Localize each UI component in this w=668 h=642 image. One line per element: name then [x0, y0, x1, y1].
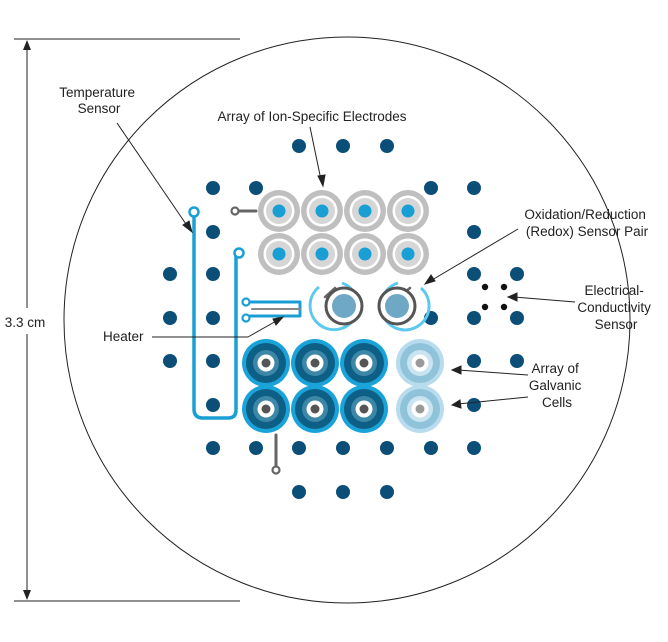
contact-dot	[380, 139, 394, 153]
temperature-sensor-terminal-right	[233, 247, 245, 259]
contact-dot	[292, 485, 306, 499]
conductivity-sensor	[481, 283, 508, 311]
galvanic-cell	[340, 385, 388, 433]
wiring	[188, 206, 412, 475]
ion-electrode	[344, 190, 386, 232]
heater-label: Heater	[103, 329, 144, 344]
contact-dot	[206, 311, 220, 325]
contact-dot	[467, 311, 481, 325]
galvanic-cell	[242, 385, 290, 433]
galvanic-cell	[291, 385, 339, 433]
contact-dot	[467, 441, 481, 455]
contact-dot	[467, 181, 481, 195]
contact-dot	[467, 354, 481, 368]
ion-electrode	[387, 233, 429, 275]
contact-dot	[380, 485, 394, 499]
leader-lines	[116, 122, 576, 409]
contact-dot	[292, 139, 306, 153]
galvanic-label: Array of Galvanic Cells	[529, 361, 585, 410]
contact-dot	[510, 267, 524, 281]
temperature-sensor-label: Temperature Sensor	[59, 85, 139, 116]
contact-dot	[336, 139, 350, 153]
contact-dot	[336, 485, 350, 499]
temperature-sensor-trace	[192, 213, 238, 420]
contact-dot	[510, 354, 524, 368]
ion-electrode	[258, 233, 300, 275]
conductivity-label: Electrical- Conductivity Sensor	[577, 283, 654, 332]
redox-sensor-pair	[308, 281, 431, 332]
contact-dot	[336, 441, 350, 455]
temperature-sensor-terminal-left	[188, 206, 200, 218]
galvanic-cell	[396, 339, 444, 387]
contact-dot	[206, 398, 220, 412]
ion-electrode	[258, 190, 300, 232]
galvanic-cell-array	[242, 339, 444, 433]
contact-dot	[206, 181, 220, 195]
ion-array-label: Array of Ion-Specific Electrodes	[217, 109, 406, 124]
contact-dot	[206, 354, 220, 368]
contact-dot	[249, 181, 263, 195]
contact-dot	[163, 311, 177, 325]
ion-electrode	[301, 190, 343, 232]
contact-dot	[163, 267, 177, 281]
contact-dot	[292, 441, 306, 455]
contact-dot	[510, 311, 524, 325]
contact-dot	[424, 181, 438, 195]
dimension-marker	[14, 38, 240, 602]
heater-terminal-bottom	[241, 313, 251, 323]
contact-dots	[163, 139, 524, 499]
contact-dot	[163, 354, 177, 368]
galvanic-cell	[291, 339, 339, 387]
galvanic-cell	[242, 339, 290, 387]
contact-dot	[424, 441, 438, 455]
galvanic-cell	[396, 385, 444, 433]
ion-specific-electrode-array	[258, 190, 429, 275]
contact-dot	[206, 441, 220, 455]
contact-dot	[467, 267, 481, 281]
heater-terminal-top	[241, 297, 251, 307]
chip-outline	[63, 36, 631, 604]
contact-dot	[380, 441, 394, 455]
ion-electrode	[387, 190, 429, 232]
contact-dot	[206, 267, 220, 281]
dimension-label: 3.3 cm	[5, 315, 46, 330]
contact-dot	[249, 441, 263, 455]
contact-dot	[467, 225, 481, 239]
redox-label: Oxidation/Reduction (Redox) Sensor Pair	[524, 207, 649, 239]
contact-dot	[206, 225, 220, 239]
contact-dot	[467, 398, 481, 412]
ion-electrode	[301, 233, 343, 275]
galvanic-cell	[340, 339, 388, 387]
ion-electrode	[344, 233, 386, 275]
